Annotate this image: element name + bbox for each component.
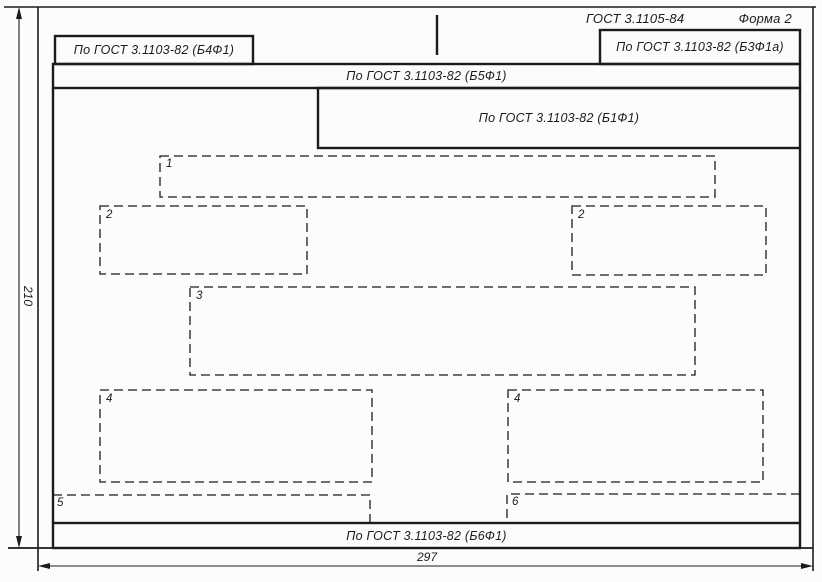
zone-4-right-number: 4	[514, 393, 521, 405]
zone-6-outline	[506, 493, 800, 523]
block-b3f1a-label: По ГОСТ 3.1103-82 (Б3Ф1а)	[616, 40, 784, 54]
zone-6-number: 6	[512, 496, 519, 508]
zone-1-number: 1	[166, 158, 173, 170]
block-b5f1-label: По ГОСТ 3.1103-82 (Б5Ф1)	[346, 69, 507, 83]
header-form-label: Форма 2	[738, 10, 792, 26]
dimension-height-value: 210	[21, 285, 35, 307]
block-b1f1	[316, 86, 802, 150]
block-b1f1-label: По ГОСТ 3.1103-82 (Б1Ф1)	[478, 111, 640, 125]
block-b6f1-label: По ГОСТ 3.1103-82 (Б6Ф1)	[346, 528, 507, 543]
zone-2-left-outline	[99, 205, 308, 275]
zone-3-outline	[189, 286, 696, 376]
arrow-left-icon	[38, 563, 50, 569]
dimension-width-value: 297	[416, 550, 438, 564]
zone-4-left-number: 4	[106, 393, 113, 405]
zone-4-right-outline	[507, 389, 764, 483]
zone-3-number: 3	[196, 290, 203, 302]
arrow-up-icon	[16, 7, 22, 19]
zone-2-left-number: 2	[106, 209, 113, 221]
zone-2-right-outline	[571, 205, 767, 276]
arrow-right-icon	[801, 563, 813, 569]
zone-2-right-number: 2	[578, 209, 585, 221]
zone-5-outline	[53, 494, 371, 523]
arrow-down-icon	[16, 536, 22, 548]
block-b6f1	[51, 521, 802, 550]
zone-1-outline	[159, 155, 716, 198]
block-b4f1-label: По ГОСТ 3.1103-82 (Б4Ф1)	[73, 43, 235, 57]
zone-4-left-outline	[99, 389, 373, 483]
zone-5-number: 5	[57, 497, 64, 509]
header-standard-number: ГОСТ 3.1105-84	[586, 10, 685, 26]
